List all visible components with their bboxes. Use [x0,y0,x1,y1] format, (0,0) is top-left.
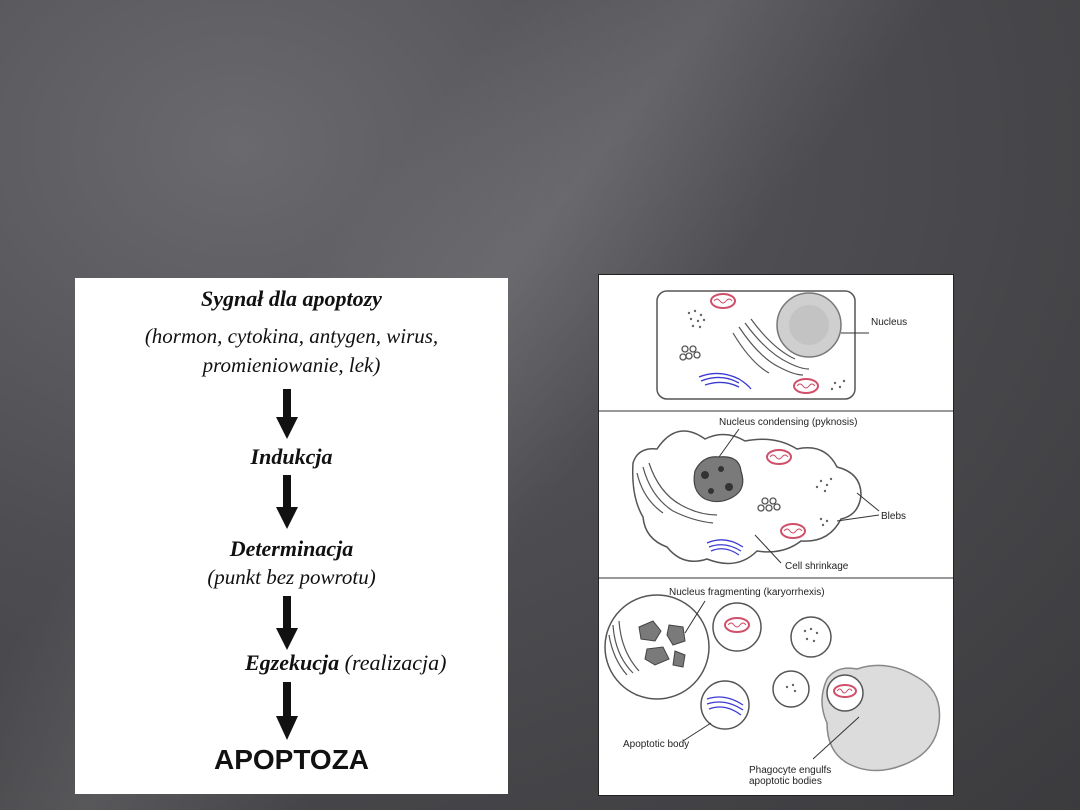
mitochondrion-icon [710,293,736,309]
nucleus-condensed [693,456,744,503]
shrinking-cell [631,430,862,565]
label-apoptotic-body: Apoptotic body [623,739,689,750]
down-arrow-icon [276,475,298,529]
label-phagocyte-line2: apoptotic bodies [749,776,822,787]
stage-determination: Determinacja [229,536,354,561]
er-icon [698,372,752,390]
cell-illustration-panel: Nucleus Nucleus condensing (pyknosis) [598,274,954,796]
label-blebs: Blebs [881,511,906,522]
apoptotic-body [772,670,810,708]
nuclear-fragments [638,620,686,668]
label-cell-shrinkage: Cell shrinkage [785,561,849,572]
mitochondrion-icon [766,449,792,465]
vesicles-icon [687,309,706,329]
apoptotic-body-large [604,594,710,700]
stage-execution-note: (realizacja) [344,650,447,675]
stage-execution-row: Egzekucja (realizacja) [245,650,446,676]
er-icon [706,696,744,716]
result-apoptosis: APOPTOZA [213,744,370,775]
granules-icon [679,345,701,361]
apoptosis-flow-panel: Sygnał dla apoptozy (hormon, cytokina, a… [75,278,508,794]
down-arrow-icon [276,682,298,740]
label-nucleus: Nucleus [871,317,907,328]
signal-title: Sygnał dla apoptozy [201,286,382,311]
stage-determination-note: (punkt bez powrotu) [207,565,376,589]
apoptotic-body-er [700,680,750,730]
mitochondrion-icon [780,523,806,539]
stage-induction: Indukcja [250,444,333,469]
label-nucleus-condensing: Nucleus condensing (pyknosis) [719,417,857,428]
label-phagocyte-line1: Phagocyte engulfs [749,765,831,776]
signal-detail-line2: promieniowanie, lek) [202,353,381,377]
label-nucleus-fragmenting: Nucleus fragmenting (karyorrhexis) [669,587,825,598]
apoptosis-cell-diagram: Nucleus Nucleus condensing (pyknosis) [599,290,953,787]
golgi-icon [636,462,718,524]
golgi-icon [732,318,810,376]
stage-execution: Egzekucja [245,650,340,675]
mitochondrion-icon [833,684,857,698]
er-icon [706,539,744,556]
down-arrow-icon [276,389,298,439]
apoptotic-body [790,616,832,658]
mitochondrion-icon [724,617,750,633]
mitochondrion-icon [793,378,819,394]
signal-detail-line1: (hormon, cytokina, antygen, wirus, [144,324,439,348]
down-arrow-icon [276,596,298,650]
